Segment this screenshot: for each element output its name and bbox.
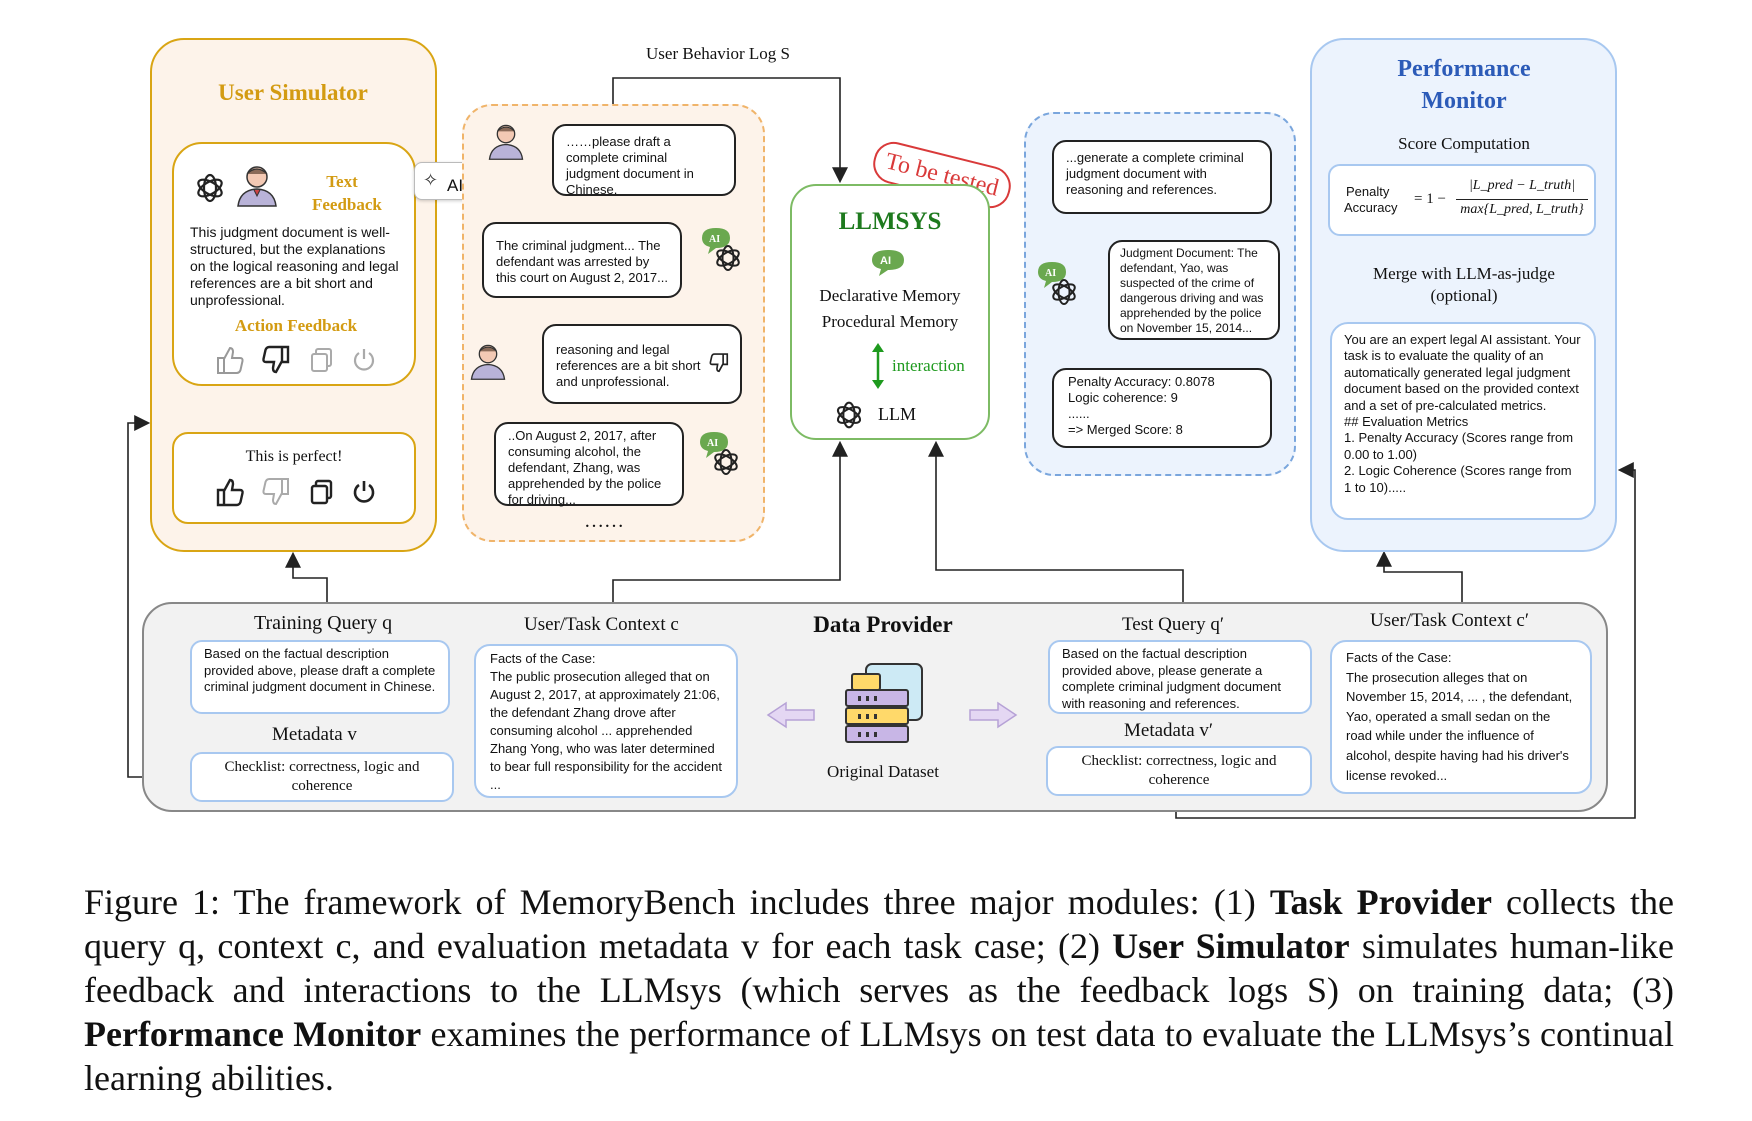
action-feedback-label: Action Feedback: [234, 316, 358, 335]
sparkle-icon: ✧: [423, 170, 439, 190]
database-icon: [845, 663, 923, 743]
text-feedback-label: Text Feedback: [312, 172, 382, 214]
score-line-ellipsis: ......: [1068, 406, 1090, 421]
test-query-label: Test Query q′: [1122, 614, 1225, 635]
training-query-label: Training Query q: [254, 612, 393, 634]
text-feedback-card: Text Feedback This judgment document is …: [172, 142, 416, 386]
thumbs-up-icon[interactable]: [214, 344, 246, 376]
arrow-right-icon: [969, 701, 1018, 729]
caption-bold-performance-monitor: Performance Monitor: [84, 1014, 422, 1054]
ai-badge-icon: AI: [702, 228, 740, 271]
original-dataset-label: Original Dataset: [827, 762, 939, 781]
ai-badge-icon: AI: [1038, 262, 1076, 305]
thumbs-up-icon[interactable]: [214, 476, 246, 508]
metadata-box: Checklist: correctness, logic and cohere…: [190, 752, 454, 802]
performance-monitor-title-2: Monitor: [1421, 88, 1507, 114]
svg-text:AI: AI: [880, 255, 891, 267]
context2-box: Facts of the Case: The prosecution alleg…: [1330, 640, 1592, 794]
metadata2-label: Metadata v′: [1124, 720, 1214, 741]
context-box: Facts of the Case: The public prosecutio…: [474, 644, 738, 798]
action-feedback-icons: [214, 344, 394, 376]
score-line-merged: => Merged Score: 8: [1068, 422, 1183, 437]
perfect-action-icons: [214, 476, 394, 508]
context2-label: User/Task Context c′: [1370, 610, 1530, 631]
metadata2-box: Checklist: correctness, logic and cohere…: [1046, 746, 1312, 796]
merge-label-1: Merge with LLM-as-judge: [1373, 264, 1555, 283]
ai-badge-icon: AI: [700, 432, 738, 475]
power-icon[interactable]: [350, 478, 378, 506]
formula-fraction-bar: [1456, 199, 1588, 200]
formula-equals: = 1 −: [1414, 191, 1446, 207]
dialog-user-message-1: ……please draft a complete criminal judgm…: [552, 124, 736, 197]
test-dialog-panel: ...generate a complete criminal judgment…: [1024, 112, 1296, 476]
formula-label-1: Penalty: [1346, 184, 1390, 199]
metadata-label: Metadata v: [272, 724, 357, 745]
llmsys-title: LLMSYS: [838, 208, 942, 235]
interaction-arrow-icon: [872, 343, 884, 389]
data-provider-title: Data Provider: [813, 612, 953, 637]
llm-label: LLM: [878, 404, 916, 424]
formula-label-2: Accuracy: [1344, 200, 1398, 215]
training-query-box: Based on the factual description provide…: [190, 640, 450, 714]
data-provider-panel: Training Query q Based on the factual de…: [142, 602, 1608, 812]
user-avatar-icon: [470, 344, 506, 380]
svg-text:AI: AI: [1045, 268, 1056, 279]
text-feedback-body: This judgment document is well-structure…: [190, 224, 399, 308]
caption-part-4: examines the performance of LLMsys on te…: [84, 1014, 1674, 1098]
formula-numerator: |L_pred − L_truth|: [1468, 178, 1576, 193]
user-avatar-icon: [237, 166, 277, 207]
user-avatar-icon: [488, 124, 524, 160]
thumbs-down-icon[interactable]: [260, 476, 292, 508]
dialog-ai-message-2: ..On August 2, 2017, after consuming alc…: [494, 422, 684, 507]
context-label: User/Task Context c: [524, 614, 679, 635]
caption-bold-task-provider: Task Provider: [1269, 882, 1492, 922]
copy-icon[interactable]: [308, 478, 336, 506]
caption-part-1: Figure 1: The framework of MemoryBench i…: [84, 882, 1270, 922]
ai-chat-icon: AI: [872, 250, 904, 276]
merge-label-2: (optional): [1430, 286, 1498, 305]
test-score-bubble: Penalty Accuracy: 0.8078 Logic coherence…: [1052, 368, 1272, 448]
formula-box: Penalty Accuracy = 1 − |L_pred − L_truth…: [1328, 164, 1596, 236]
formula-denominator: max{L_pred, L_truth}: [1460, 202, 1584, 217]
caption-bold-user-simulator: User Simulator: [1112, 926, 1350, 966]
score-computation-label: Score Computation: [1398, 134, 1530, 153]
perfect-feedback-card: This is perfect!: [172, 432, 416, 524]
arrow-left-icon: [766, 701, 815, 729]
declarative-memory-label: Declarative Memory: [819, 286, 961, 305]
user-behavior-log-label: User Behavior Log S: [646, 44, 791, 63]
thumbs-down-icon[interactable]: [260, 344, 292, 376]
user-simulator-title: User Simulator: [218, 80, 368, 105]
svg-text:AI: AI: [707, 438, 718, 449]
thumbs-down-icon: [709, 353, 729, 373]
power-icon[interactable]: [350, 346, 378, 374]
copy-icon[interactable]: [308, 346, 336, 374]
dialog-ellipsis: ……: [584, 510, 624, 532]
dialog-ai-message-1: The criminal judgment... The defendant w…: [482, 222, 682, 298]
test-user-message: ...generate a complete criminal judgment…: [1052, 140, 1272, 214]
training-dialog-panel: ……please draft a complete criminal judgm…: [462, 104, 765, 542]
procedural-memory-label: Procedural Memory: [821, 312, 959, 331]
perfect-text: This is perfect!: [245, 448, 343, 465]
caption-part-2: collects the query q, context c, and eva…: [84, 882, 1674, 966]
llmsys-panel: LLMSYS AI Declarative Memory Procedural …: [790, 184, 990, 440]
performance-monitor-panel: Performance Monitor Score Computation Pe…: [1310, 38, 1617, 552]
openai-icon: [836, 401, 862, 429]
score-line-penalty: Penalty Accuracy: 0.8078: [1068, 374, 1215, 389]
test-query-box: Based on the factual description provide…: [1048, 640, 1312, 714]
svg-text:AI: AI: [709, 234, 720, 245]
dialog-user-message-2: reasoning and legal references are a bit…: [542, 324, 742, 404]
test-ai-judgment: Judgment Document: The defendant, Yao, w…: [1108, 240, 1280, 340]
performance-monitor-title-1: Performance: [1397, 56, 1531, 82]
user-simulator-panel: User Simulator Text Feedback This judgme…: [150, 38, 437, 552]
caption-part-3: simulates human-like feedback and intera…: [84, 926, 1674, 1010]
interaction-label: interaction: [892, 356, 965, 375]
openai-icon: [197, 173, 223, 203]
figure-caption: Figure 1: The framework of MemoryBench i…: [84, 880, 1674, 1100]
llm-judge-prompt: You are an expert legal AI assistant. Yo…: [1330, 322, 1596, 520]
score-line-logic: Logic coherence: 9: [1068, 390, 1178, 405]
